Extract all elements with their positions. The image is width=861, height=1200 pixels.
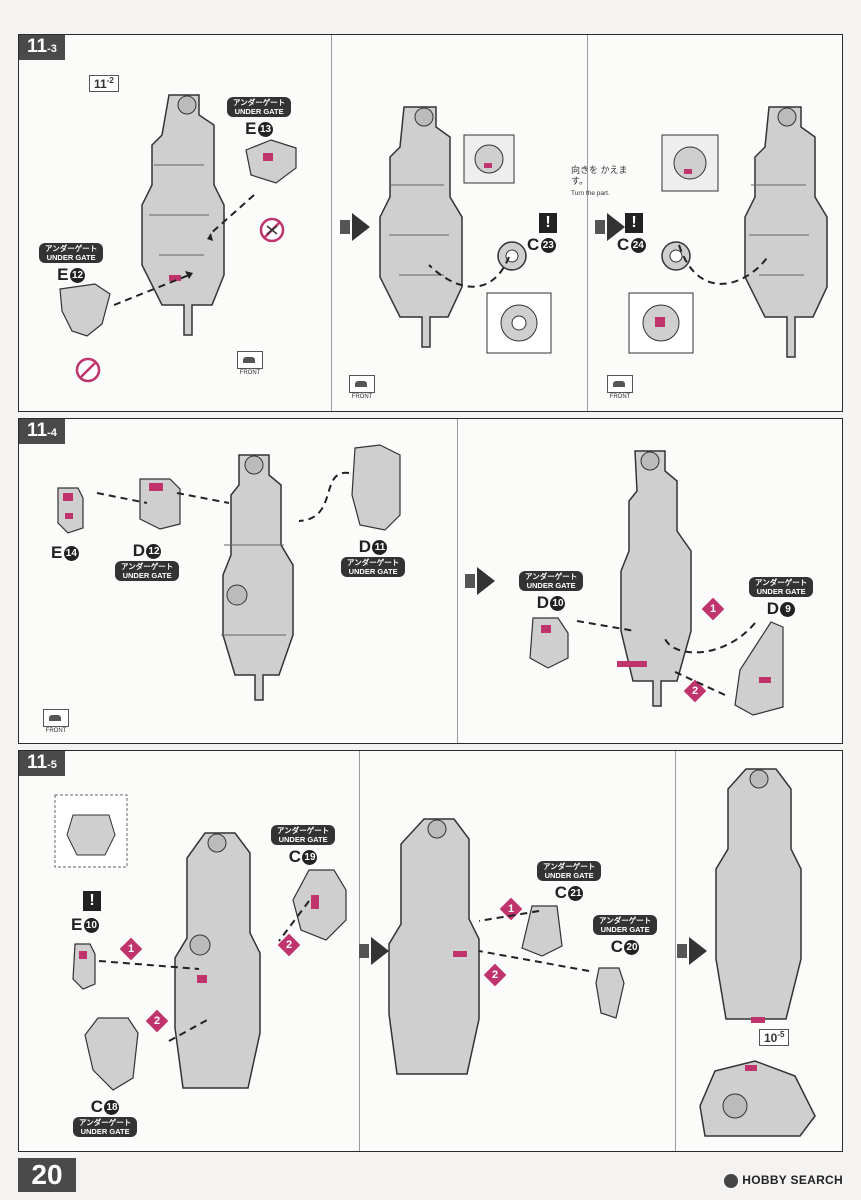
- watermark: HOBBY SEARCH: [724, 1173, 843, 1188]
- arm-assembly-illustration: [388, 818, 480, 1075]
- front-icon: FRONT: [237, 351, 263, 376]
- part-d12-illustration: [139, 478, 181, 530]
- assembly-dashed-arrows: [678, 244, 770, 285]
- detail-callout-inset: [463, 134, 515, 184]
- reference-tag-10-5: 10-5: [759, 1029, 790, 1046]
- assembly-dashed-arrows: [428, 256, 510, 288]
- assembly-dashed-arrows: [576, 620, 756, 696]
- part-e12-illustration: [59, 283, 111, 337]
- reference-tag-11-2: 11-2: [89, 75, 119, 92]
- step-11-3-label: 11-3: [19, 35, 65, 60]
- assembly-dashed-arrows: [478, 910, 590, 972]
- arm-assembly-illustration: [744, 106, 828, 358]
- front-icon: FRONT: [349, 375, 375, 400]
- front-icon: FRONT: [607, 375, 633, 400]
- next-step-arrow-icon: [595, 213, 625, 241]
- warning-icon: !: [625, 213, 643, 233]
- part-e13-illustration: [245, 139, 297, 184]
- part-d11-illustration: [351, 444, 401, 531]
- part-c18-illustration: [84, 1017, 139, 1091]
- hobby-search-logo-icon: [724, 1173, 739, 1188]
- assembly-dashed-arrows: [98, 900, 310, 1042]
- front-icon: FRONT: [43, 709, 69, 734]
- panel-divider: [457, 419, 458, 743]
- page-number: 20: [18, 1158, 76, 1192]
- shoulder-part-illustration: [699, 1060, 816, 1137]
- next-step-arrow-icon: [677, 937, 707, 965]
- do-not-cut-icon: [75, 357, 101, 383]
- arm-assembly-illustration: [617, 450, 692, 707]
- arm-assembly-illustration: [141, 94, 225, 336]
- warning-icon: !: [83, 891, 101, 911]
- part-e10-illustration: [72, 943, 96, 990]
- assembly-dashed-arrows: [96, 471, 350, 522]
- warning-icon: !: [539, 213, 557, 233]
- part-e10-view-inset: [54, 794, 128, 868]
- arm-assembly-illustration: [715, 768, 802, 1023]
- do-not-cut-icon: [259, 217, 285, 243]
- part-c19-illustration: [292, 869, 347, 941]
- step-11-4-label: 11-4: [19, 419, 65, 444]
- part-c21-illustration: [521, 905, 563, 957]
- assembly-dashed-arrows: [113, 194, 255, 306]
- part-c24-detail-inset: [628, 292, 694, 354]
- turn-part-note: 向きを かえます。Turn the part.: [571, 165, 628, 197]
- step-11-5-label: 11-5: [19, 751, 65, 776]
- part-c24-illustration: [661, 241, 691, 271]
- part-d10-illustration: [529, 617, 569, 669]
- arm-assembly-illustration: [174, 832, 261, 1089]
- part-c20-illustration: [595, 967, 625, 1019]
- part-d9-illustration: [734, 621, 784, 716]
- part-c23-detail-inset: [486, 292, 552, 354]
- next-step-arrow-icon: [359, 937, 389, 965]
- panel-divider: [587, 35, 588, 411]
- arm-assembly-illustration: [221, 454, 294, 701]
- part-c23-illustration: [497, 241, 527, 271]
- arm-assembly-illustration: [379, 106, 463, 348]
- next-step-arrow-icon: [465, 567, 495, 595]
- part-e14-illustration: [57, 487, 84, 534]
- next-step-arrow-icon: [340, 213, 370, 241]
- detail-callout-inset: [661, 134, 719, 192]
- panel-divider: [331, 35, 332, 411]
- panel-divider: [675, 751, 676, 1151]
